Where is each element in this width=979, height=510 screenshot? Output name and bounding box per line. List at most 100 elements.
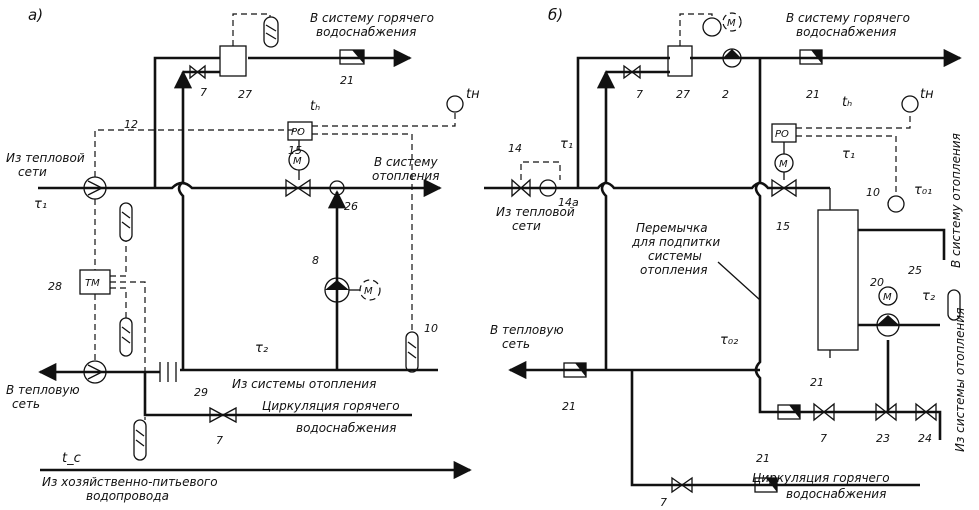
valve-15-b-icon: [771, 178, 797, 198]
thermometer-bottom-icon: [133, 419, 147, 461]
svg-text:М: М: [364, 286, 373, 297]
svg-text:27: 27: [676, 88, 690, 101]
panel-b-tag: б): [548, 6, 563, 24]
thermometer-top-icon: [263, 16, 279, 48]
svg-text:В систему горячего: В систему горячего: [786, 11, 910, 25]
thermometer-upper-left-icon: [119, 202, 133, 242]
svg-text:tₕ: tₕ: [842, 95, 852, 110]
svg-text:для подпитки: для подпитки: [631, 235, 720, 249]
svg-text:25: 25: [908, 264, 922, 277]
svg-text:τ₀₂: τ₀₂: [720, 333, 738, 348]
svg-text:М: М: [779, 159, 788, 170]
svg-text:Из хозяйственно-питьевого: Из хозяйственно-питьевого: [42, 475, 218, 489]
svg-text:В систему: В систему: [374, 155, 438, 169]
svg-text:21: 21: [806, 88, 820, 101]
svg-text:t_c: t_c: [62, 451, 81, 466]
regulator-ro-a: [287, 121, 313, 141]
svg-text:8: 8: [312, 254, 319, 267]
svg-text:τ₂: τ₂: [922, 289, 935, 304]
svg-text:τ₁: τ₁: [34, 197, 47, 212]
svg-text:водоснабжения: водоснабжения: [786, 487, 886, 501]
thermometer-lower-left-icon: [119, 317, 133, 357]
svg-text:tн: tн: [920, 87, 934, 102]
svg-text:10: 10: [424, 322, 438, 335]
svg-text:7: 7: [216, 434, 223, 447]
svg-text:26: 26: [344, 200, 358, 213]
svg-text:отопления: отопления: [372, 169, 439, 183]
svg-text:tₕ: tₕ: [310, 99, 320, 114]
svg-text:28: 28: [48, 280, 62, 293]
svg-text:τ₁: τ₁: [560, 137, 573, 152]
panel-b: б) М: [484, 6, 967, 509]
valve-14-icon: [511, 178, 531, 198]
svg-text:14: 14: [508, 142, 522, 155]
svg-text:tн: tн: [466, 87, 480, 102]
svg-text:21: 21: [810, 376, 824, 389]
svg-text:15: 15: [776, 220, 790, 233]
valve-7-b-mid-icon: [813, 402, 835, 422]
svg-text:7: 7: [200, 86, 207, 99]
svg-text:Циркуляция горячего: Циркуляция горячего: [752, 471, 890, 485]
svg-text:В тепловую: В тепловую: [490, 323, 564, 337]
svg-text:7: 7: [636, 88, 643, 101]
svg-text:15: 15: [288, 144, 302, 157]
svg-text:М: М: [727, 18, 736, 29]
svg-text:сети: сети: [18, 165, 47, 179]
svg-text:21: 21: [756, 452, 770, 465]
valve-24-icon: [915, 402, 937, 422]
regulator-27-b: [667, 45, 693, 77]
tm-box-label: ТМ: [85, 278, 100, 289]
panel-a: а): [6, 6, 480, 503]
svg-text:27: 27: [238, 88, 252, 101]
svg-text:24: 24: [918, 432, 932, 445]
regulator-ro-a-label: РО: [291, 127, 305, 138]
svg-text:Из системы отопления: Из системы отопления: [232, 377, 376, 391]
svg-text:сети: сети: [512, 219, 541, 233]
regulator-ro-b-label: РО: [775, 129, 789, 140]
svg-text:водоснабжения: водоснабжения: [796, 25, 896, 39]
svg-text:23: 23: [876, 432, 890, 445]
svg-text:водоснабжения: водоснабжения: [296, 421, 396, 435]
svg-text:М: М: [293, 156, 302, 167]
svg-text:20: 20: [870, 276, 884, 289]
svg-text:2: 2: [722, 88, 729, 101]
svg-text:Перемычка: Перемычка: [636, 221, 708, 235]
svg-text:системы: системы: [648, 249, 702, 263]
svg-text:Из тепловой: Из тепловой: [6, 151, 85, 165]
valve-7-b-bottom-icon: [671, 476, 693, 494]
svg-text:отопления: отопления: [640, 263, 707, 277]
svg-text:τ₁: τ₁: [842, 147, 855, 162]
valve-15-icon: [285, 178, 311, 198]
thermometer-right-icon: [405, 331, 419, 373]
valve-7-b-top-icon: [623, 64, 641, 80]
valve-7-top-icon: [189, 64, 206, 80]
svg-text:14а: 14а: [558, 196, 579, 209]
svg-text:В тепловую: В тепловую: [6, 383, 80, 397]
svg-text:В систему горячего: В систему горячего: [310, 11, 434, 25]
svg-text:7: 7: [660, 496, 667, 509]
svg-text:29: 29: [194, 386, 208, 399]
svg-text:21: 21: [340, 74, 354, 87]
svg-text:водопровода: водопровода: [86, 489, 169, 503]
svg-text:τ₀₁: τ₀₁: [914, 183, 932, 198]
svg-text:сеть: сеть: [12, 397, 40, 411]
svg-text:Из тепловой: Из тепловой: [496, 205, 575, 219]
svg-text:7: 7: [820, 432, 827, 445]
svg-text:Циркуляция горячего: Циркуляция горячего: [262, 399, 400, 413]
svg-text:В систему отопления: В систему отопления: [949, 133, 963, 268]
svg-text:τ₂: τ₂: [255, 341, 268, 356]
thermometer-b-right-icon: [947, 289, 961, 321]
svg-text:водоснабжения: водоснабжения: [316, 25, 416, 39]
panel-a-tag: а): [28, 6, 43, 24]
heat-exchanger-20: [817, 209, 859, 351]
svg-text:М: М: [883, 292, 892, 303]
svg-text:Из системы отопления: Из системы отопления: [953, 308, 967, 452]
svg-text:10: 10: [866, 186, 880, 199]
valve-7-bottom-icon: [209, 406, 237, 424]
regulator-27: [219, 45, 247, 77]
svg-text:12: 12: [124, 118, 138, 131]
svg-text:21: 21: [562, 400, 576, 413]
svg-text:сеть: сеть: [502, 337, 530, 351]
valve-23-icon: [875, 402, 897, 422]
